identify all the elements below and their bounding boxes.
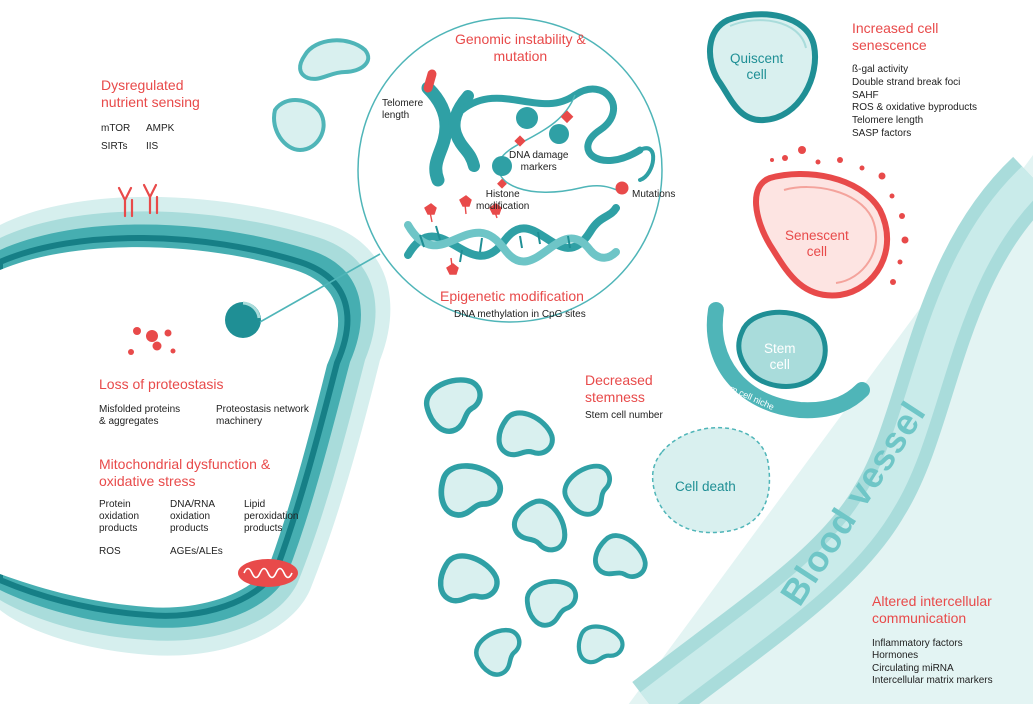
mitochondrial-item: Lipid peroxidation products bbox=[244, 499, 298, 535]
mitochondrial-title: Mitochondrial dysfunction & oxidative st… bbox=[99, 456, 270, 490]
mitochondrial-item: DNA/RNA oxidation products bbox=[170, 499, 215, 535]
nutrient-item: SIRTs bbox=[101, 141, 128, 153]
cluster-cell bbox=[588, 528, 653, 592]
proteostasis-title: Loss of proteostasis bbox=[99, 376, 224, 393]
cluster-cell bbox=[470, 623, 530, 680]
mitochondrial-item: AGEs/ALEs bbox=[170, 546, 223, 558]
proteostasis-item: Proteostasis network machinery bbox=[216, 404, 309, 428]
mitochondrion-icon bbox=[238, 559, 298, 587]
small-cells-top bbox=[274, 40, 368, 150]
quiescent-cell-label: Quiscent cell bbox=[730, 51, 783, 83]
communication-item: Inflammatory factors bbox=[872, 638, 993, 650]
communication-list: Inflammatory factors Hormones Circulatin… bbox=[872, 638, 993, 687]
senescence-item: SASP factors bbox=[852, 128, 977, 141]
senescent-cell-label: Senescent cell bbox=[785, 228, 849, 260]
nutrient-item: IIS bbox=[146, 141, 158, 153]
senescence-item: Double strand break foci bbox=[852, 77, 977, 90]
senescence-title: Increased cell senescence bbox=[852, 20, 938, 54]
nutrient-item: AMPK bbox=[146, 123, 174, 135]
cluster-cell bbox=[524, 578, 580, 628]
communication-item: Hormones bbox=[872, 650, 993, 662]
communication-item: Circulating miRNA bbox=[872, 663, 993, 675]
dna-damage-label: DNA damage markers bbox=[509, 150, 568, 174]
cluster-cell bbox=[433, 549, 503, 616]
cluster-cell bbox=[558, 458, 622, 521]
genomic-title: Genomic instability & mutation bbox=[455, 31, 586, 65]
senescence-list: ß-gal activity Double strand break foci … bbox=[852, 64, 977, 141]
epigenetic-detail: DNA methylation in CpG sites bbox=[454, 309, 586, 321]
stemness-title: Decreased stemness bbox=[585, 372, 653, 406]
large-cell bbox=[0, 197, 390, 656]
mutations-label: Mutations bbox=[632, 189, 675, 201]
cluster-cell bbox=[421, 373, 489, 437]
mitochondrial-item: Protein oxidation products bbox=[99, 499, 139, 535]
senescence-item: SAHF bbox=[852, 90, 977, 103]
communication-item: Intercellular matrix markers bbox=[872, 675, 993, 687]
communication-title: Altered intercellular communication bbox=[872, 593, 992, 627]
cluster-cell bbox=[575, 622, 626, 669]
proteostasis-item: Misfolded proteins & aggregates bbox=[99, 404, 180, 428]
nutrient-item: mTOR bbox=[101, 123, 130, 135]
senescence-item: ß-gal activity bbox=[852, 64, 977, 77]
stem-cell-label: Stem cell bbox=[764, 341, 796, 373]
cluster-cell bbox=[437, 462, 503, 522]
cell-death-label: Cell death bbox=[675, 479, 736, 495]
telomere-length-label: Telomere length bbox=[382, 98, 423, 122]
stemness-detail: Stem cell number bbox=[585, 410, 663, 422]
cluster-cell bbox=[508, 494, 573, 562]
epigenetic-title: Epigenetic modification bbox=[440, 288, 584, 305]
senescence-item: Telomere length bbox=[852, 115, 977, 128]
mitochondrial-item: ROS bbox=[99, 546, 121, 558]
nutrient-title: Dysregulated nutrient sensing bbox=[101, 77, 200, 111]
senescence-item: ROS & oxidative byproducts bbox=[852, 102, 977, 115]
cluster-cell bbox=[492, 405, 560, 470]
senescent-cell bbox=[756, 146, 908, 296]
histone-label: Histone modification bbox=[476, 189, 529, 213]
